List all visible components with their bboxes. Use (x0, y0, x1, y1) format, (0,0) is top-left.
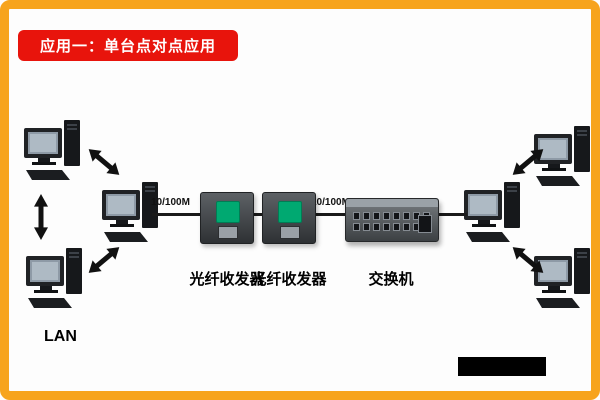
speed-label-left: 10/100M (151, 197, 190, 208)
fiber-converter-device (262, 192, 316, 244)
title-banner: 应用一：单台点对点应用 (18, 30, 238, 61)
computer-icon (462, 180, 524, 248)
cable-line (312, 213, 348, 216)
computer-icon (532, 246, 594, 314)
computer-icon (24, 246, 86, 314)
fiber-line (250, 213, 264, 216)
brand-badge (216, 201, 240, 223)
redacted-watermark (458, 357, 546, 376)
ethernet-port (280, 226, 300, 239)
lan-label: LAN (44, 328, 77, 345)
computer-icon (22, 118, 84, 186)
converter-left-label: 光纤收发器 (189, 271, 265, 288)
uplink-port (418, 215, 432, 233)
brand-badge (278, 201, 302, 223)
switch-top-face (346, 199, 438, 207)
speed-label-right: 10/100M (311, 197, 350, 208)
switch-label: 交换机 (368, 271, 414, 288)
converter-right-label: 光纤收发器 (251, 271, 327, 288)
double-arrow-icon (84, 143, 125, 181)
double-arrow-icon (33, 194, 49, 240)
fiber-converter-device (200, 192, 254, 244)
cable-line (435, 213, 467, 216)
cable-line (152, 213, 204, 216)
ethernet-port (218, 226, 238, 239)
network-switch-device (345, 198, 439, 242)
